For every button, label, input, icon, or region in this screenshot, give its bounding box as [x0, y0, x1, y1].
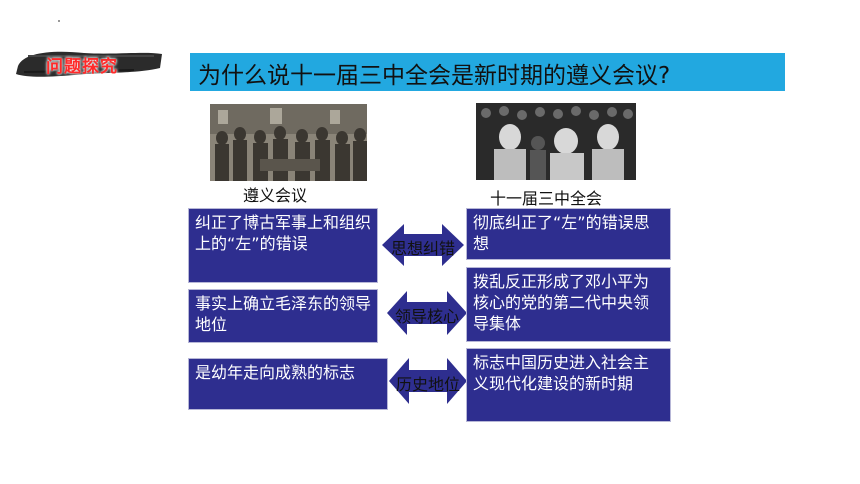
title-bar: 为什么说十一届三中全会是新时期的遵义会议?: [190, 53, 785, 91]
zunyi-point-history: 是幼年走向成熟的标志: [188, 358, 388, 410]
double-arrow-icon: [387, 291, 467, 335]
connector-label: 思想纠错: [390, 239, 455, 258]
connector-leadership: 领导核心: [387, 291, 467, 335]
plenum-point-leadership: 拨乱反正形成了邓小平为核心的党的第二代中央领导集体: [466, 267, 671, 342]
third-plenum-photo: [476, 103, 636, 180]
connector-ideology: 思想纠错: [382, 224, 464, 266]
connector-history: 历史地位: [389, 358, 467, 404]
zunyi-point-ideology: 纠正了博古军事上和组织上的“左”的错误: [188, 208, 378, 283]
connector-label: 领导核心: [394, 307, 459, 326]
zunyi-meeting-photo: [210, 104, 367, 181]
plenum-point-history: 标志中国历史进入社会主义现代化建设的新时期: [466, 348, 671, 422]
double-arrow-icon: [382, 224, 464, 266]
third-plenum-caption: 十一届三中全会: [490, 189, 603, 208]
zunyi-caption: 遵义会议: [243, 186, 308, 205]
brush-stroke-icon: [16, 51, 162, 77]
plenum-point-ideology: 彻底纠正了“左”的错误思想: [466, 208, 671, 260]
double-arrow-icon: [389, 358, 467, 404]
page-title: 为什么说十一届三中全会是新时期的遵义会议?: [198, 63, 671, 89]
connector-label: 历史地位: [395, 375, 460, 394]
zunyi-point-leadership: 事实上确立毛泽东的领导地位: [188, 289, 378, 343]
banner-label: 问题探究: [46, 57, 118, 77]
decorative-dot: [58, 20, 60, 22]
section-banner: 问题探究: [14, 44, 164, 82]
